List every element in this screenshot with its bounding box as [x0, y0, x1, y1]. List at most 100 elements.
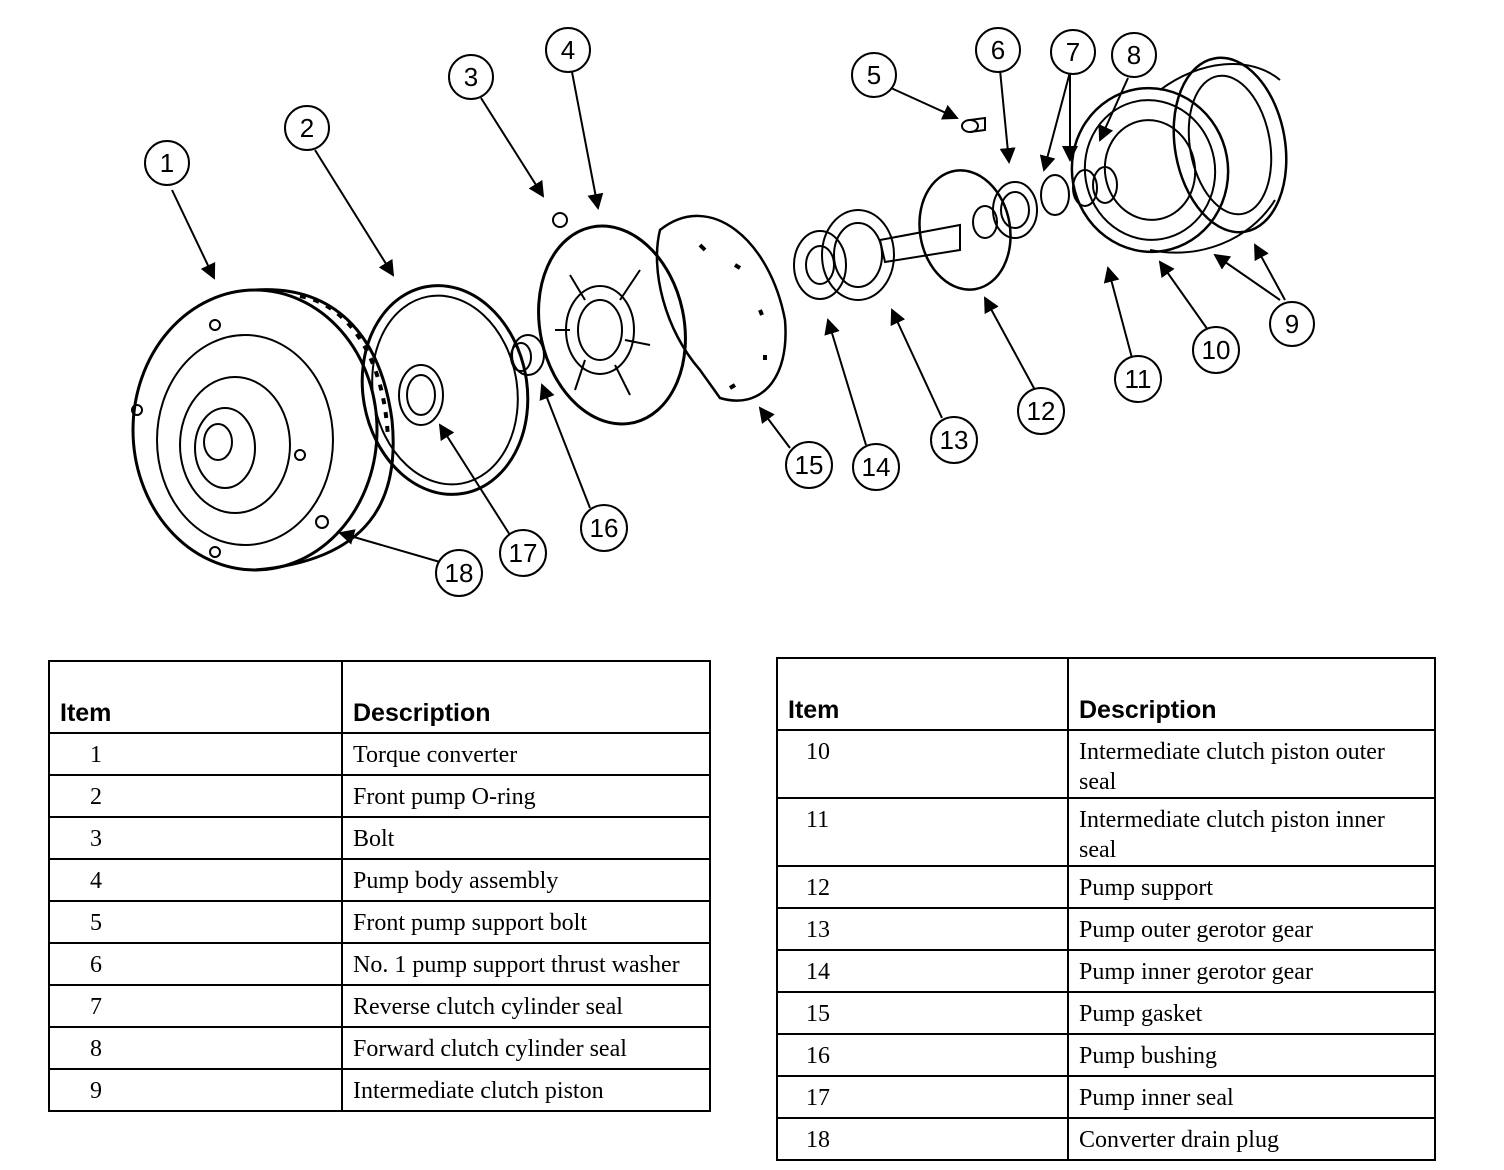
item-description: Forward clutch cylinder seal — [341, 1026, 711, 1070]
svg-text:18: 18 — [445, 558, 474, 588]
svg-text:14: 14 — [862, 452, 891, 482]
item-number: 3 — [48, 816, 343, 860]
callout-7: 7 — [1050, 29, 1096, 75]
description-column-header: Description — [1067, 657, 1436, 731]
svg-text:10: 10 — [1202, 335, 1231, 365]
item-number: 14 — [776, 949, 1069, 993]
item-description: Reverse clutch cylinder seal — [341, 984, 711, 1028]
callout-17: 17 — [499, 529, 547, 577]
callout-5: 5 — [851, 52, 897, 98]
svg-text:7: 7 — [1066, 37, 1080, 67]
pump-support-part — [878, 169, 1038, 291]
callout-6: 6 — [975, 27, 1021, 73]
item-number: 5 — [48, 900, 343, 944]
item-number: 7 — [48, 984, 343, 1028]
item-description: Intermediate clutch piston inner seal — [1067, 797, 1436, 867]
item-description: Torque converter — [341, 732, 711, 776]
item-number: 18 — [776, 1117, 1069, 1161]
description-column-header: Description — [341, 660, 711, 734]
torque-converter-part — [131, 288, 395, 572]
item-description: Pump support — [1067, 865, 1436, 909]
callout-13: 13 — [930, 416, 978, 464]
item-description: Front pump support bolt — [341, 900, 711, 944]
callout-11: 11 — [1114, 355, 1162, 403]
svg-text:8: 8 — [1127, 40, 1141, 70]
item-number: 16 — [776, 1033, 1069, 1077]
item-number: 2 — [48, 774, 343, 818]
item-description: Converter drain plug — [1067, 1117, 1436, 1161]
item-number: 10 — [776, 729, 1069, 799]
pump-o-ring-part — [360, 284, 530, 496]
item-description: Pump bushing — [1067, 1033, 1436, 1077]
callout-3: 3 — [448, 54, 494, 100]
table-header-row: Item Description — [48, 660, 711, 734]
item-description: No. 1 pump support thrust washer — [341, 942, 711, 986]
pump-gasket-part — [655, 214, 787, 402]
item-number: 8 — [48, 1026, 343, 1070]
item-description: Intermediate clutch piston outer seal — [1067, 729, 1436, 799]
item-column-header: Item — [48, 660, 343, 734]
item-column-header: Item — [776, 657, 1069, 731]
item-description: Pump gasket — [1067, 991, 1436, 1035]
callout-1: 1 — [144, 140, 190, 186]
item-number: 13 — [776, 907, 1069, 951]
clutch-piston-part — [1070, 56, 1288, 254]
svg-text:16: 16 — [590, 513, 619, 543]
svg-text:15: 15 — [795, 450, 824, 480]
item-description: Intermediate clutch piston — [341, 1068, 711, 1112]
svg-text:13: 13 — [940, 425, 969, 455]
callout-4: 4 — [545, 27, 591, 73]
item-description: Pump inner gerotor gear — [1067, 949, 1436, 993]
svg-text:11: 11 — [1125, 364, 1152, 394]
item-description: Pump outer gerotor gear — [1067, 907, 1436, 951]
item-number: 6 — [48, 942, 343, 986]
gerotor-gears-part — [793, 209, 895, 301]
callout-10: 10 — [1192, 326, 1240, 374]
svg-text:3: 3 — [464, 62, 478, 92]
svg-text:2: 2 — [300, 113, 314, 143]
callout-8: 8 — [1111, 32, 1157, 78]
item-number: 9 — [48, 1068, 343, 1112]
item-number: 17 — [776, 1075, 1069, 1119]
svg-text:17: 17 — [509, 538, 538, 568]
table-header-row: Item Description — [776, 657, 1436, 731]
callout-18: 18 — [435, 549, 483, 597]
callout-labels: 1 2 3 4 5 6 7 8 9 10 11 12 13 14 15 16 1… — [144, 27, 1315, 597]
svg-text:9: 9 — [1285, 309, 1299, 339]
svg-text:5: 5 — [867, 60, 881, 90]
callout-16: 16 — [580, 504, 628, 552]
item-number: 4 — [48, 858, 343, 902]
callout-14: 14 — [852, 443, 900, 491]
callout-9: 9 — [1269, 301, 1315, 347]
svg-text:1: 1 — [160, 148, 174, 178]
item-description: Front pump O-ring — [341, 774, 711, 818]
item-description: Pump inner seal — [1067, 1075, 1436, 1119]
exploded-pump-diagram: 1 2 3 4 5 6 7 8 9 10 11 12 13 14 15 16 1… — [131, 27, 1315, 597]
support-bolt-part — [961, 116, 986, 133]
pump-body-part — [537, 212, 687, 426]
item-description: Pump body assembly — [341, 858, 711, 902]
item-number: 1 — [48, 732, 343, 776]
svg-text:6: 6 — [991, 35, 1005, 65]
item-description: Bolt — [341, 816, 711, 860]
item-number: 12 — [776, 865, 1069, 909]
callout-15: 15 — [785, 441, 833, 489]
